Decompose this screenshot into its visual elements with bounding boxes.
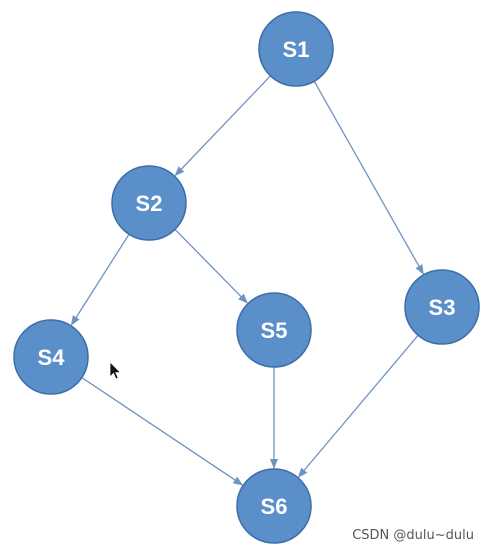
watermark: CSDN @dulu~dulu	[352, 528, 474, 543]
node-circle-s4	[13, 319, 89, 395]
edge-s1-to-s3	[313, 80, 424, 275]
node-label-s1: S1	[283, 37, 310, 62]
node-label-s3: S3	[429, 295, 456, 320]
edge-s1-to-s2	[174, 75, 271, 177]
node-s6: S6	[236, 468, 312, 544]
edges-layer	[70, 75, 424, 486]
node-s4: S4	[13, 319, 89, 395]
node-circle-s1	[258, 11, 334, 87]
edge-s2-to-s4	[70, 233, 130, 326]
node-s3: S3	[404, 269, 480, 345]
node-circle-s6	[236, 468, 312, 544]
edge-s2-to-s5	[174, 228, 249, 304]
edge-s3-to-s6	[297, 334, 419, 478]
node-s5: S5	[236, 292, 312, 368]
node-circle-s2	[111, 165, 187, 241]
node-circle-s5	[236, 292, 312, 368]
node-circle-s3	[404, 269, 480, 345]
node-label-s4: S4	[38, 345, 66, 370]
node-label-s5: S5	[261, 318, 288, 343]
node-label-s2: S2	[136, 191, 163, 216]
mouse-pointer-icon	[109, 361, 122, 380]
edge-s4-to-s6	[81, 377, 244, 486]
node-label-s6: S6	[261, 494, 288, 519]
node-s2: S2	[111, 165, 187, 241]
node-s1: S1	[258, 11, 334, 87]
